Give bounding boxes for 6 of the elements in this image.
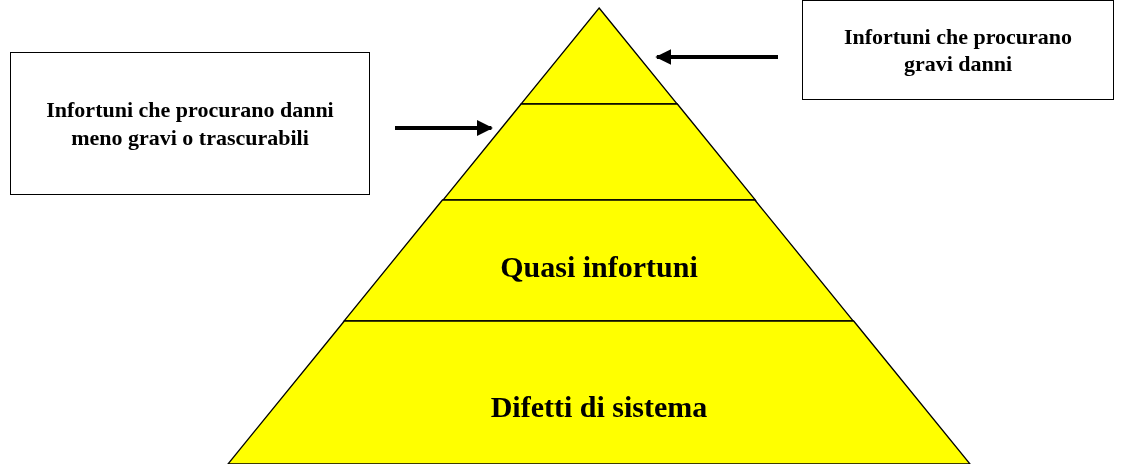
text-box: Infortuni che procurano gravi danni [802,0,1114,100]
layer-label: Quasi infortuni [500,248,698,285]
arrow [655,49,778,65]
text-box: Infortuni che procurano danni meno gravi o trascurabili [10,52,370,195]
layer-label: Difetti di sistema [490,388,708,425]
arrow [395,120,493,136]
